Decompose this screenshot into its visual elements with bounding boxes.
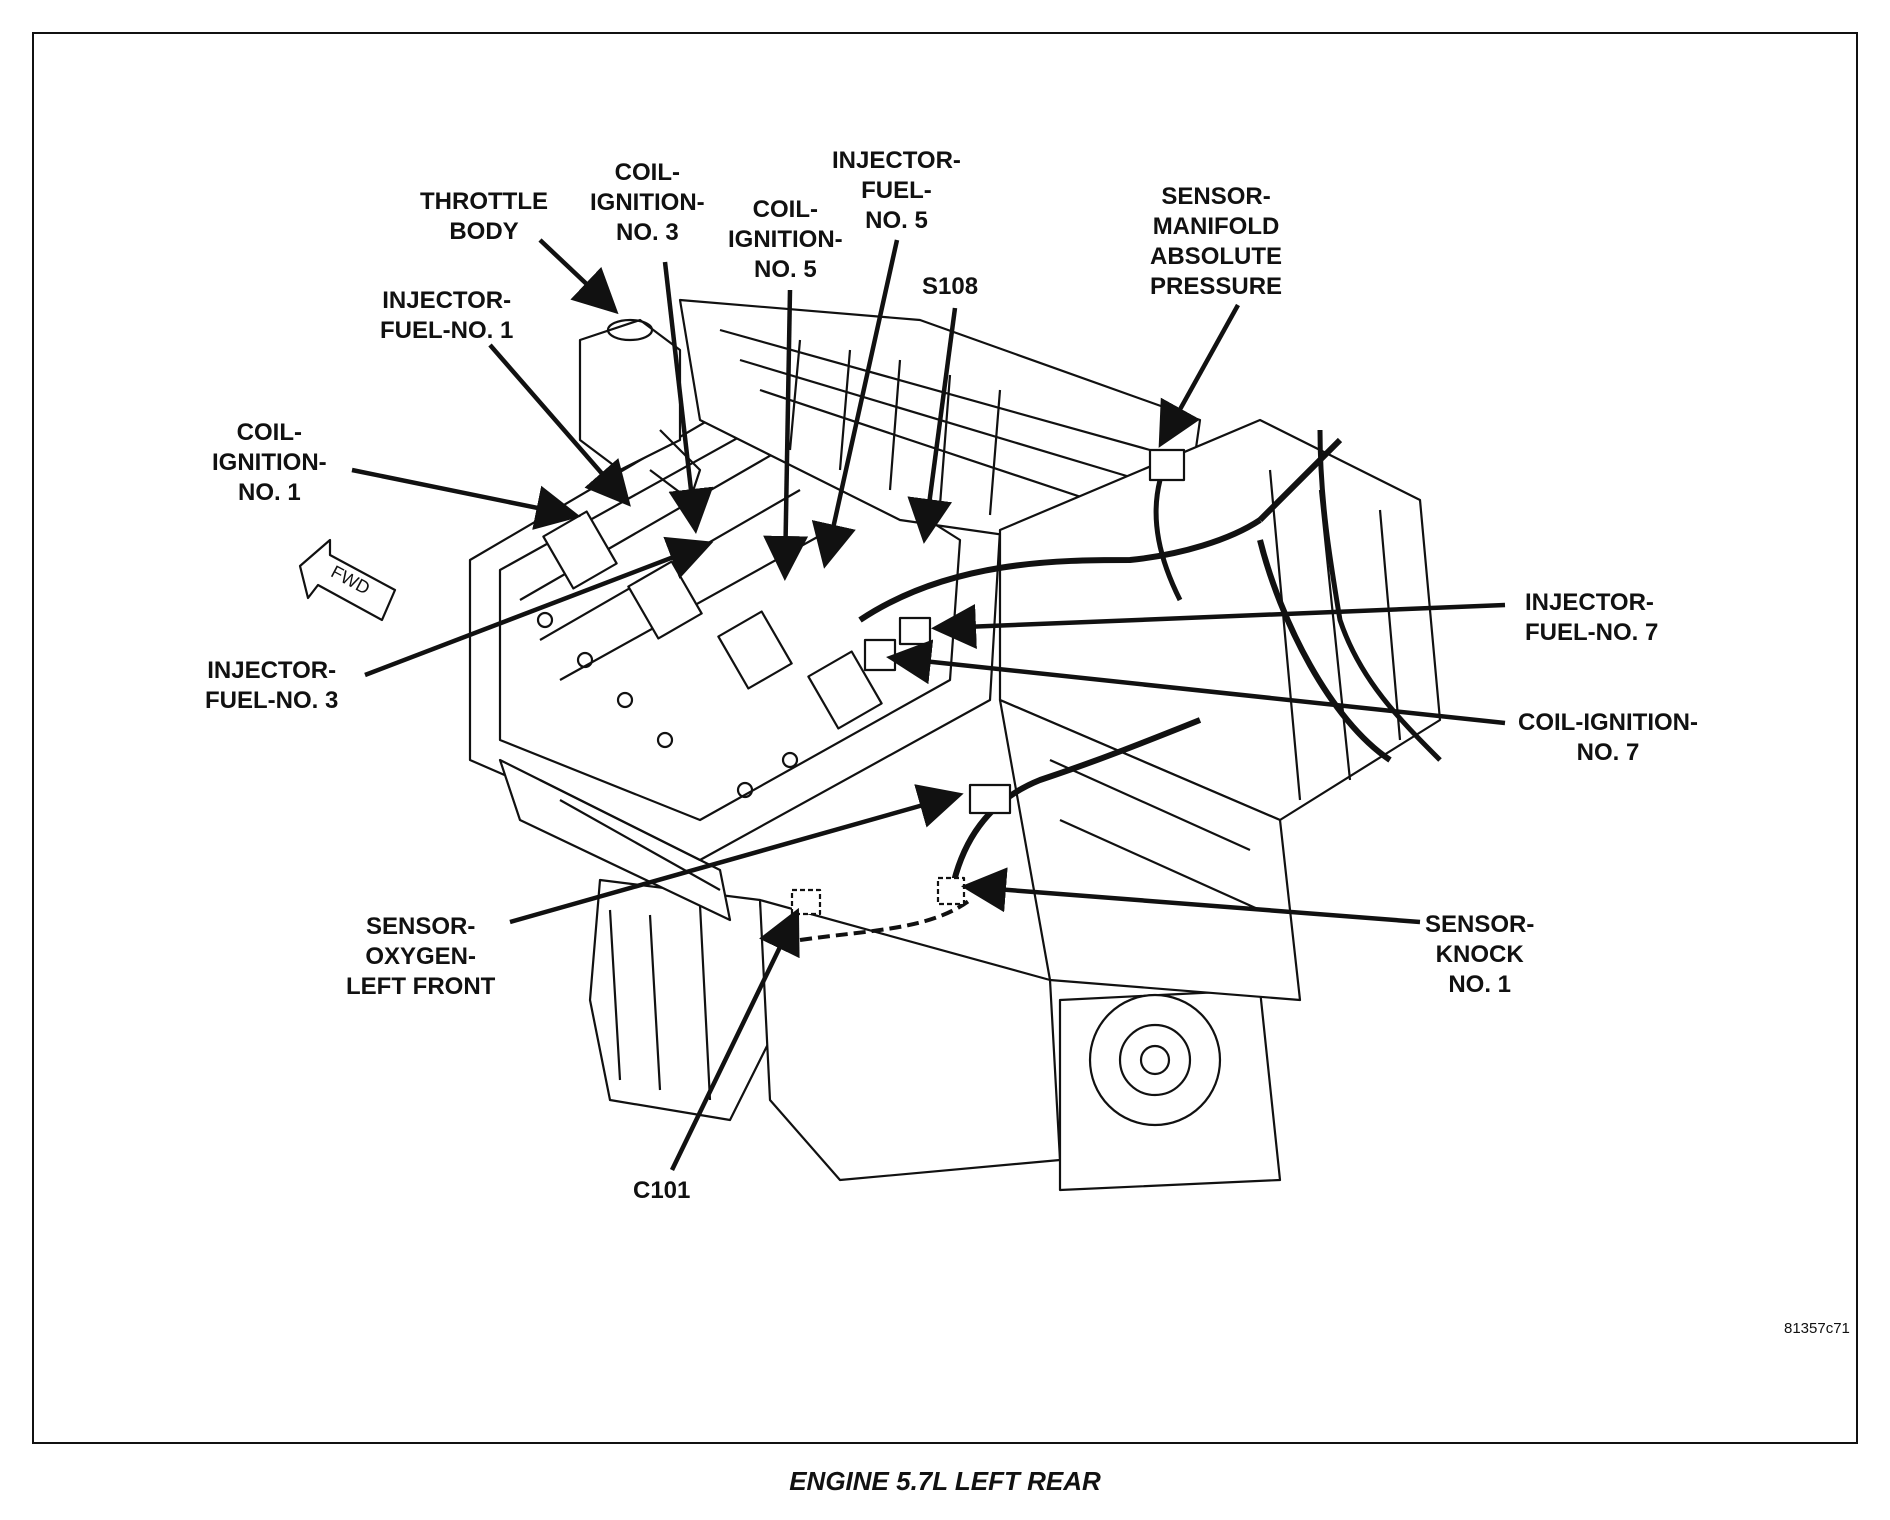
label-throttle-body: THROTTLE BODY bbox=[420, 188, 548, 245]
label-coil-ignition-no7: COIL-IGNITION- NO. 7 bbox=[1518, 709, 1698, 766]
label-coil-ignition-no5: COIL- IGNITION- NO. 5 bbox=[728, 196, 843, 283]
label-injector-fuel-no7: INJECTOR- FUEL-NO. 7 bbox=[1525, 589, 1659, 646]
engine-block bbox=[468, 298, 1442, 1192]
label-sensor-knock-no1: SENSOR- KNOCK NO. 1 bbox=[1425, 911, 1535, 998]
label-s108: S108 bbox=[922, 273, 979, 300]
diagram-frame bbox=[32, 32, 1858, 1444]
fwd-arrow-icon bbox=[298, 538, 397, 622]
label-sensor-manifold-absolute-pressure: SENSOR- MANIFOLD ABSOLUTE PRESSURE bbox=[1150, 183, 1283, 300]
figure-caption: ENGINE 5.7L LEFT REAR bbox=[789, 1466, 1101, 1496]
label-injector-fuel-no1: INJECTOR- FUEL-NO. 1 bbox=[380, 287, 514, 344]
label-injector-fuel-no5: INJECTOR- FUEL- NO. 5 bbox=[832, 147, 961, 234]
label-coil-ignition-no3: COIL- IGNITION- NO. 3 bbox=[590, 159, 705, 246]
figure-code: 81357c71 bbox=[1784, 1320, 1850, 1337]
label-sensor-oxygen-left-front: SENSOR- OXYGEN- LEFT FRONT bbox=[346, 913, 496, 1000]
label-coil-ignition-no1: COIL- IGNITION- NO. 1 bbox=[212, 419, 327, 506]
leader-lines bbox=[351, 238, 1506, 1171]
label-injector-fuel-no3: INJECTOR- FUEL-NO. 3 bbox=[205, 657, 339, 714]
label-c101: C101 bbox=[633, 1177, 691, 1204]
